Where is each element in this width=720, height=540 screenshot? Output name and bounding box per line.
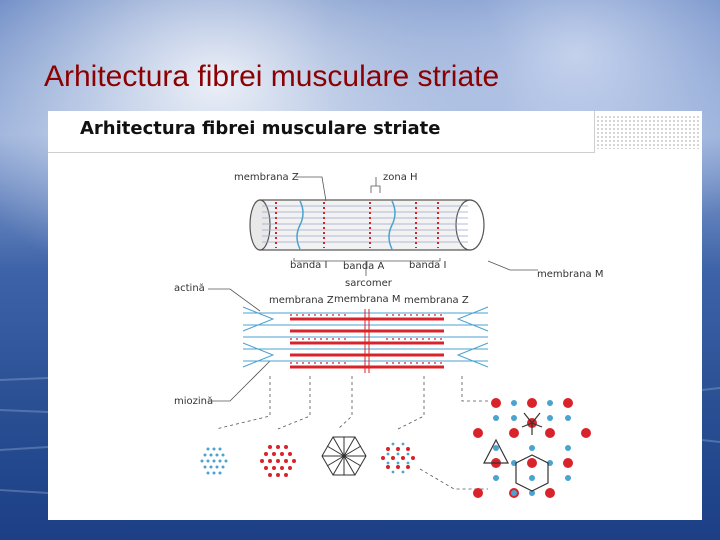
figure-header-title: Arhitectura fibrei musculare striate	[80, 118, 441, 139]
myofibril-cylinder	[249, 199, 485, 251]
label-membrana-z-right: membrana Z	[404, 295, 469, 306]
muscle-fiber-figure: Arhitectura fibrei musculare striate	[48, 111, 702, 520]
label-banda-a: banda A	[343, 261, 384, 272]
label-banda-i-left: banda I	[290, 260, 327, 271]
label-actina: actină	[174, 283, 205, 294]
cross-section-m-line	[321, 436, 367, 476]
cross-section-overlap	[381, 442, 415, 474]
cross-section-enlarged	[473, 398, 591, 498]
slide-title: Arhitectura fibrei musculare striate	[44, 60, 500, 93]
filament-lattice	[242, 306, 489, 373]
cross-section-actin	[200, 447, 228, 475]
label-sarcomer: sarcomer	[345, 278, 393, 289]
label-zona-h: zona H	[383, 172, 418, 183]
label-membrana-m-right: membrana M	[537, 269, 604, 280]
muscle-fiber-diagram: membrana Z zona H banda I banda A banda …	[174, 172, 604, 498]
label-membrana-z-top: membrana Z	[234, 172, 299, 183]
leader-lines-side	[208, 288, 271, 402]
figure-header: Arhitectura fibrei musculare striate	[48, 111, 595, 153]
label-miozina: miozină	[174, 396, 213, 407]
sarcomere-bracket	[293, 258, 441, 276]
label-membrana-z-left: membrana Z	[269, 295, 334, 306]
cross-section-myosin	[260, 445, 296, 477]
figure-dot-pattern	[596, 115, 700, 149]
cross-section-connectors	[215, 376, 488, 490]
leader-lines-top	[296, 176, 538, 271]
label-banda-i-right: banda I	[409, 260, 446, 271]
label-membrana-m-center: membrana M	[334, 294, 401, 305]
